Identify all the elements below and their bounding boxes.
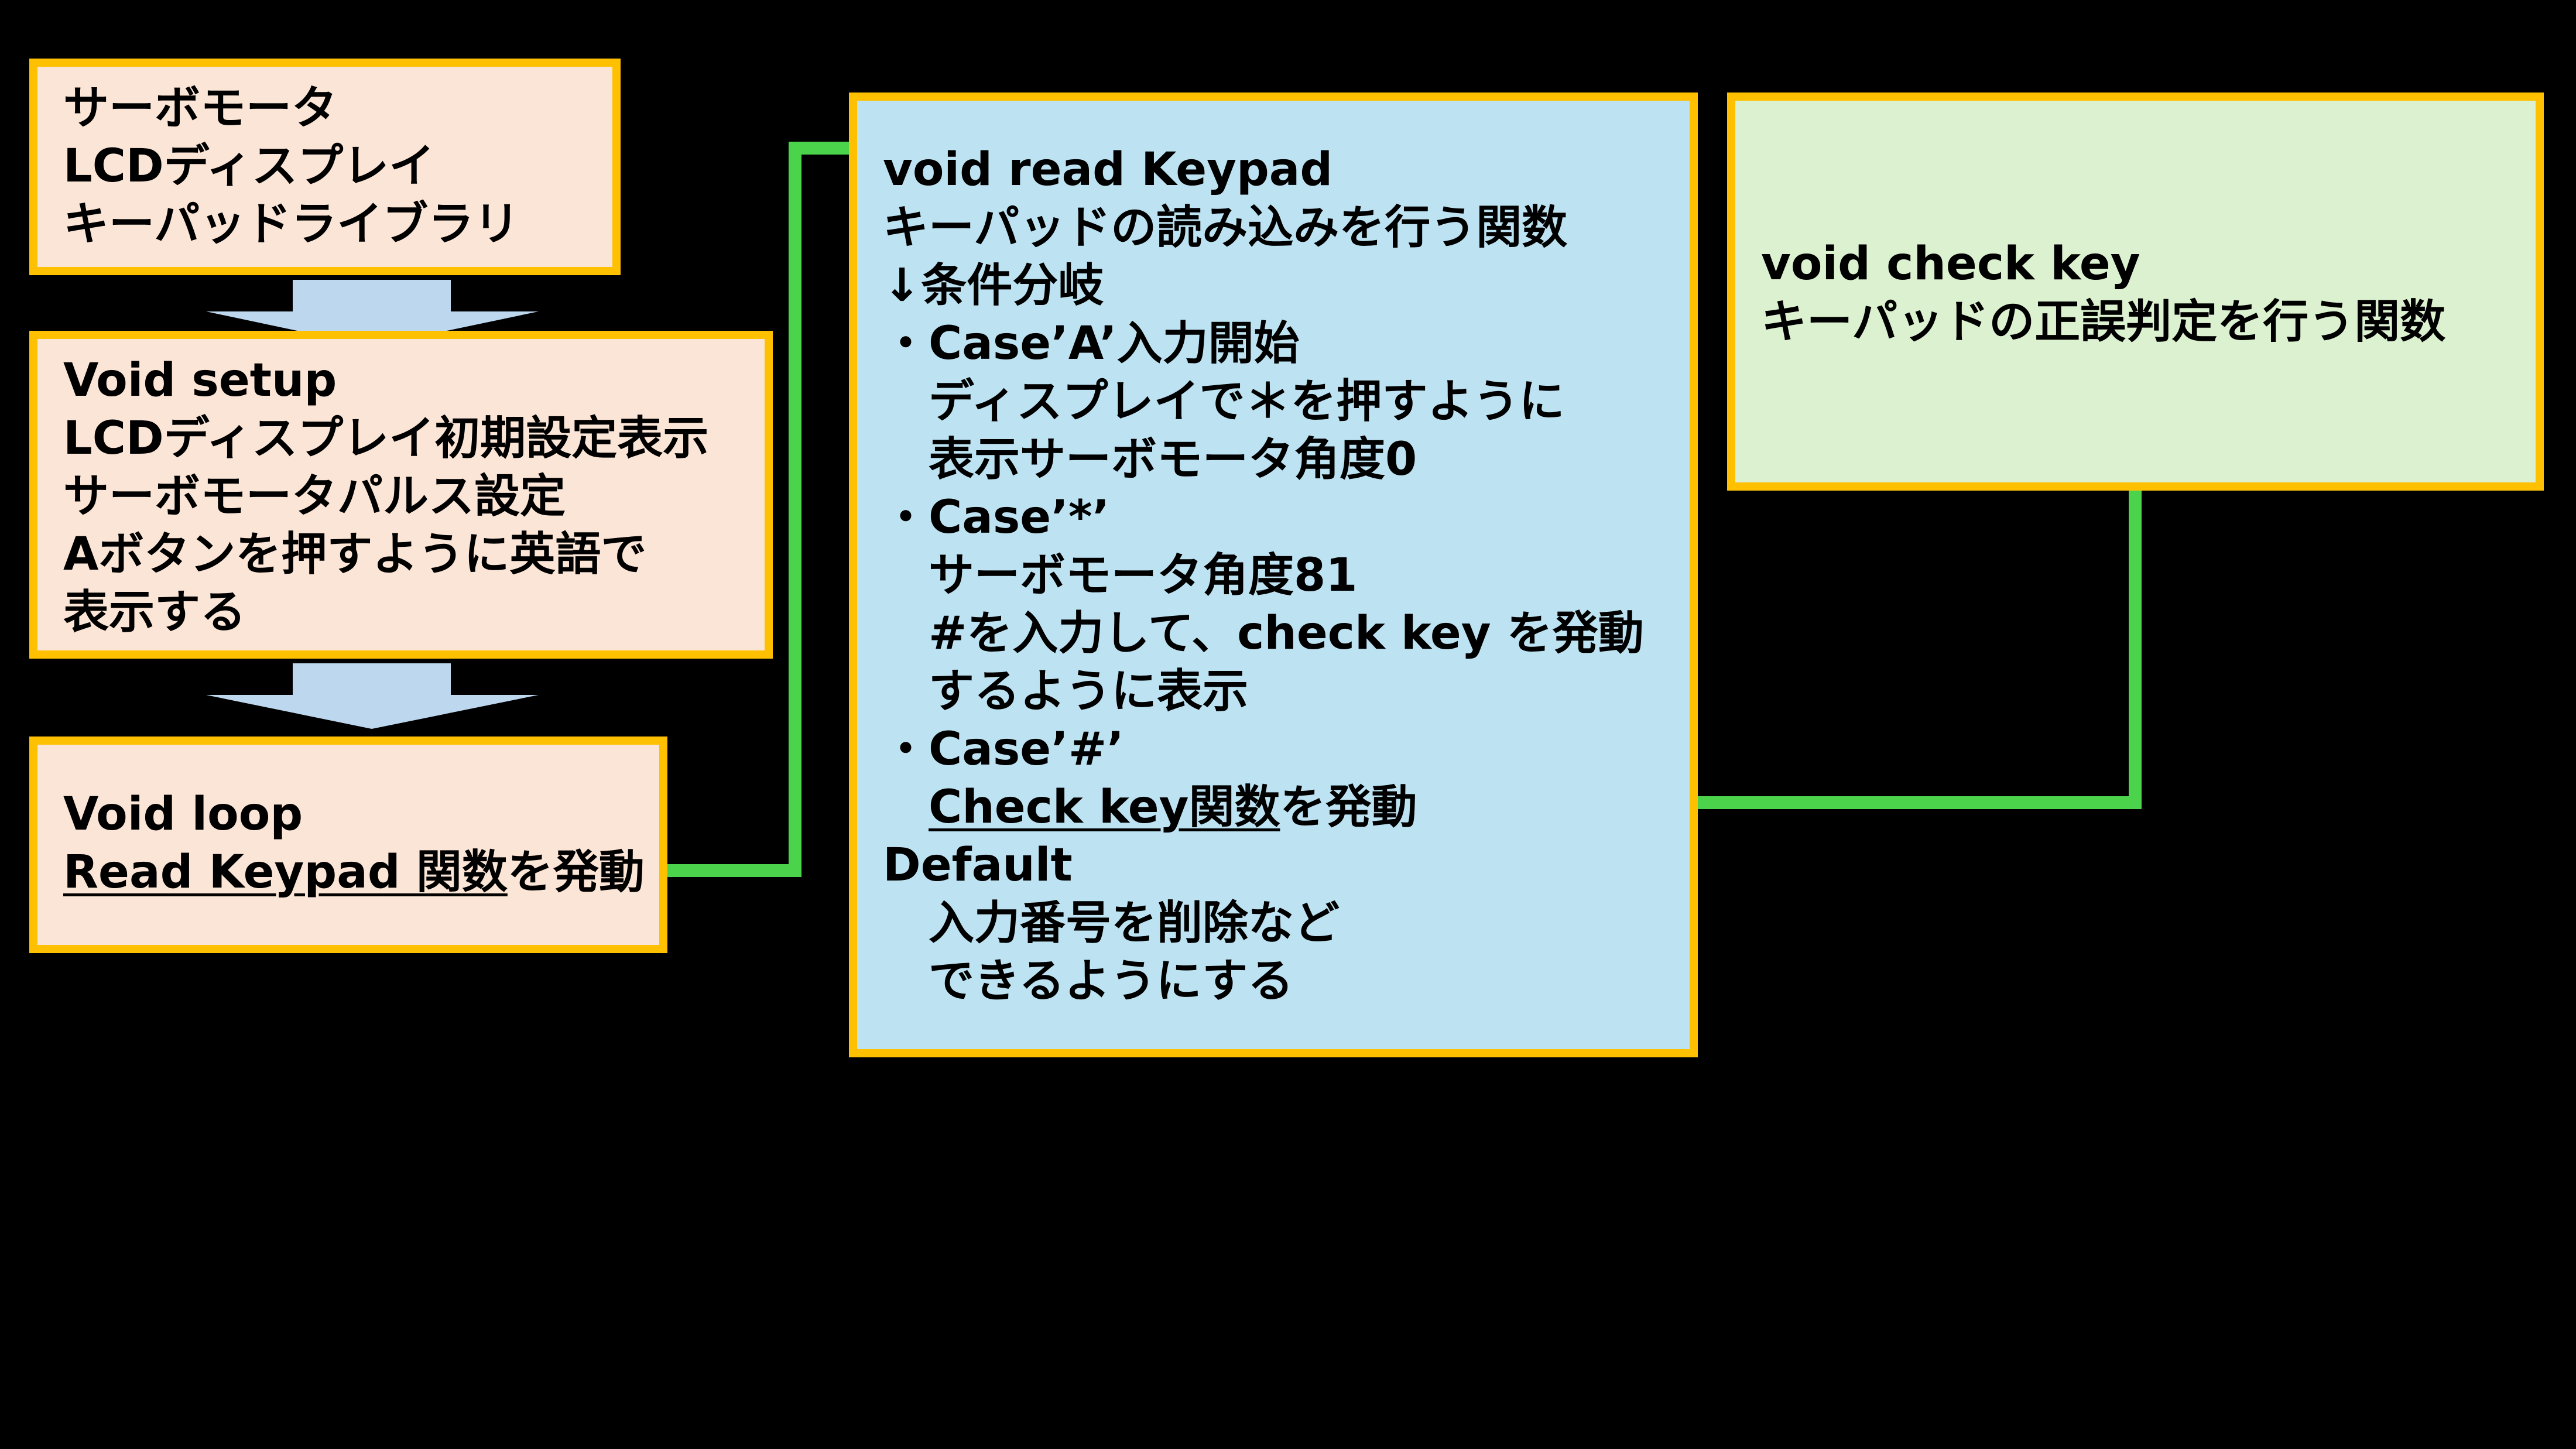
check-line-2: キーパッドの正誤判定を行う関数: [1761, 296, 2446, 348]
read-keypad-link[interactable]: Read Keypad 関数: [63, 846, 508, 899]
check-line-1: void check key: [1761, 238, 2140, 290]
libraries-box: サーボモータ LCDディスプレイ キーパッドライブラリ: [29, 59, 621, 275]
setup-line-3: サーボモータパルス設定: [63, 470, 566, 523]
libs-line-1: サーボモータ: [63, 82, 338, 135]
loop-call-suffix: を発動: [507, 846, 645, 899]
setup-line-2: LCDディスプレイ初期設定表示: [63, 412, 709, 465]
read-line-11: ・Case’#’: [883, 723, 1124, 776]
loop-call-line: Read Keypad 関数を発動: [63, 844, 659, 902]
read-line-13: Default: [883, 839, 1073, 892]
read-line-12-suffix: を発動: [1280, 781, 1417, 834]
read-line-15: できるようにする: [883, 955, 1294, 1008]
void-setup-box: Void setup LCDディスプレイ初期設定表示 サーボモータパルス設定 A…: [29, 331, 773, 659]
read-keypad-box: void read Keypad キーパッドの読み込みを行う関数 ↓条件分岐 ・…: [849, 93, 1698, 1057]
read-line-2: キーパッドの読み込みを行う関数: [883, 201, 1568, 254]
flow-arrow-down-2: [206, 663, 539, 729]
libs-line-2: LCDディスプレイ: [63, 140, 435, 193]
check-key-link[interactable]: Check key関数: [929, 781, 1280, 834]
setup-line-4: Aボタンを押すように英語で: [63, 528, 647, 581]
read-line-4: ・Case’A’入力開始: [883, 317, 1300, 370]
read-line-12: Check key関数を発動: [883, 779, 1690, 837]
setup-line-5: 表示する: [63, 586, 246, 639]
read-line-7: ・Case’*’: [883, 491, 1110, 544]
read-line-8: サーボモータ角度81: [883, 549, 1358, 602]
read-line-10: するように表示: [883, 665, 1249, 718]
read-line-9: #を入力して、check key を発動: [883, 607, 1644, 660]
read-line-3: ↓条件分岐: [883, 259, 1104, 312]
read-line-12-indent: [883, 781, 929, 834]
read-line-5: ディスプレイで＊を押すように: [883, 375, 1565, 428]
libs-line-3: キーパッドライブラリ: [63, 198, 520, 251]
check-key-box: void check key キーパッドの正誤判定を行う関数: [1727, 93, 2544, 491]
read-line-14: 入力番号を削除など: [883, 897, 1340, 950]
read-line-1: void read Keypad: [883, 143, 1333, 196]
loop-title: Void loop: [63, 788, 303, 841]
read-line-6: 表示サーボモータ角度0: [883, 433, 1417, 486]
void-loop-box: Void loop Read Keypad 関数を発動: [29, 737, 667, 953]
setup-line-1: Void setup: [63, 354, 337, 407]
read-keypad-connector-line: [667, 142, 861, 877]
flow-arrow-down-1: [206, 280, 539, 347]
